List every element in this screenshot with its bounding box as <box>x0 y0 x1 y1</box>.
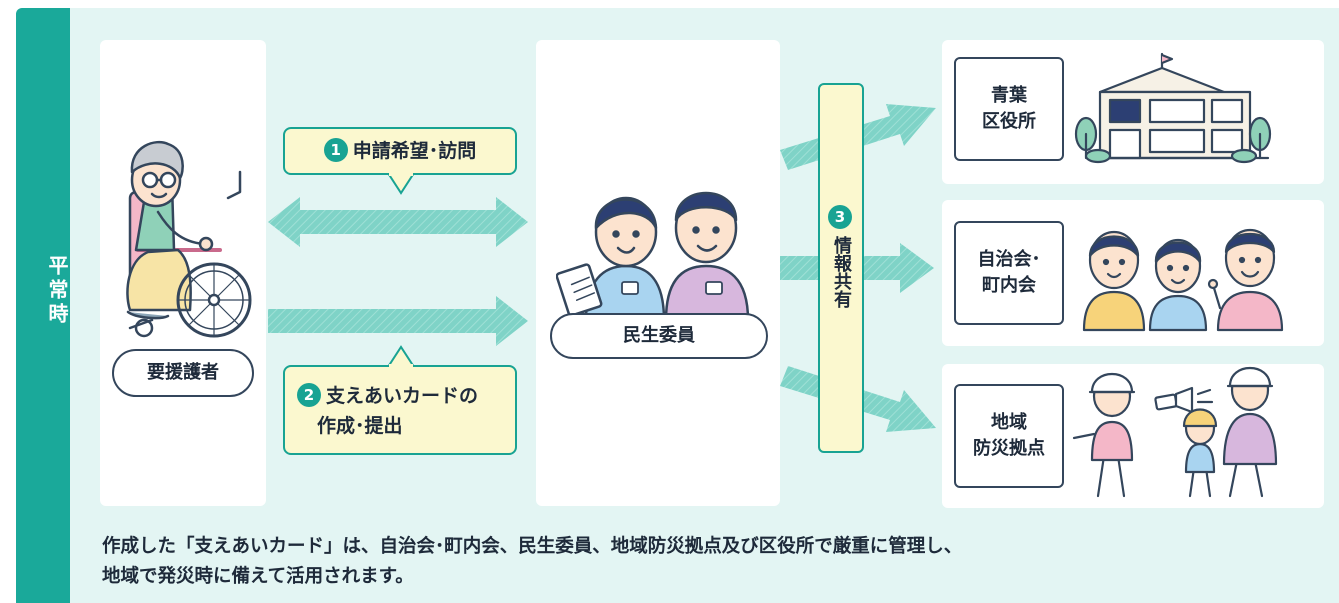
caption: 作成した「支えあいカード」は、自治会･町内会、民生委員、地域防災拠点及び区役所で… <box>102 532 1162 592</box>
caption-line1: 作成した「支えあいカード」は、自治会･町内会、民生委員、地域防災拠点及び区役所で… <box>102 536 963 557</box>
ward-office-line2: 区役所 <box>982 111 1036 132</box>
disaster-base-label: 地域 防災拠点 <box>954 384 1064 488</box>
step3-box <box>818 83 864 453</box>
residents-illustration <box>1082 228 1284 332</box>
step1-text: 申請希望･訪問 <box>352 140 477 162</box>
step2-number: 2 <box>297 383 321 407</box>
recipient-label: 要援護者 <box>112 349 254 397</box>
step2-line2: 作成･提出 <box>317 415 403 437</box>
neighborhood-label: 自治会･ 町内会 <box>954 221 1064 325</box>
step3-text: 情報共有 <box>831 236 852 308</box>
step2-line1: 支えあいカードの <box>326 385 479 407</box>
commissioner-label: 民生委員 <box>550 313 768 359</box>
two-way-arrow <box>268 197 528 247</box>
step1-number: 1 <box>323 138 348 162</box>
ward-office-building-illustration <box>1074 52 1272 164</box>
commissioners-illustration <box>556 191 750 320</box>
disaster-base-line2: 防災拠点 <box>973 438 1045 459</box>
step3-number: 3 <box>828 205 852 229</box>
submit-arrow <box>268 296 528 346</box>
step1-pointer <box>386 173 416 195</box>
side-label: 平常時 <box>45 255 69 327</box>
disaster-base-line1: 地域 <box>991 412 1027 433</box>
ward-office-line1: 青葉 <box>991 85 1027 106</box>
caption-line2: 地域で発災時に備えて活用されます。 <box>102 566 414 587</box>
step2-pointer <box>386 345 416 367</box>
disaster-drill-illustration <box>1072 366 1278 498</box>
elderly-wheelchair-illustration <box>126 140 252 338</box>
neighborhood-line2: 町内会 <box>982 275 1036 296</box>
side-tab <box>16 8 70 603</box>
neighborhood-line1: 自治会･ <box>977 249 1041 270</box>
ward-office-label: 青葉 区役所 <box>954 57 1064 161</box>
